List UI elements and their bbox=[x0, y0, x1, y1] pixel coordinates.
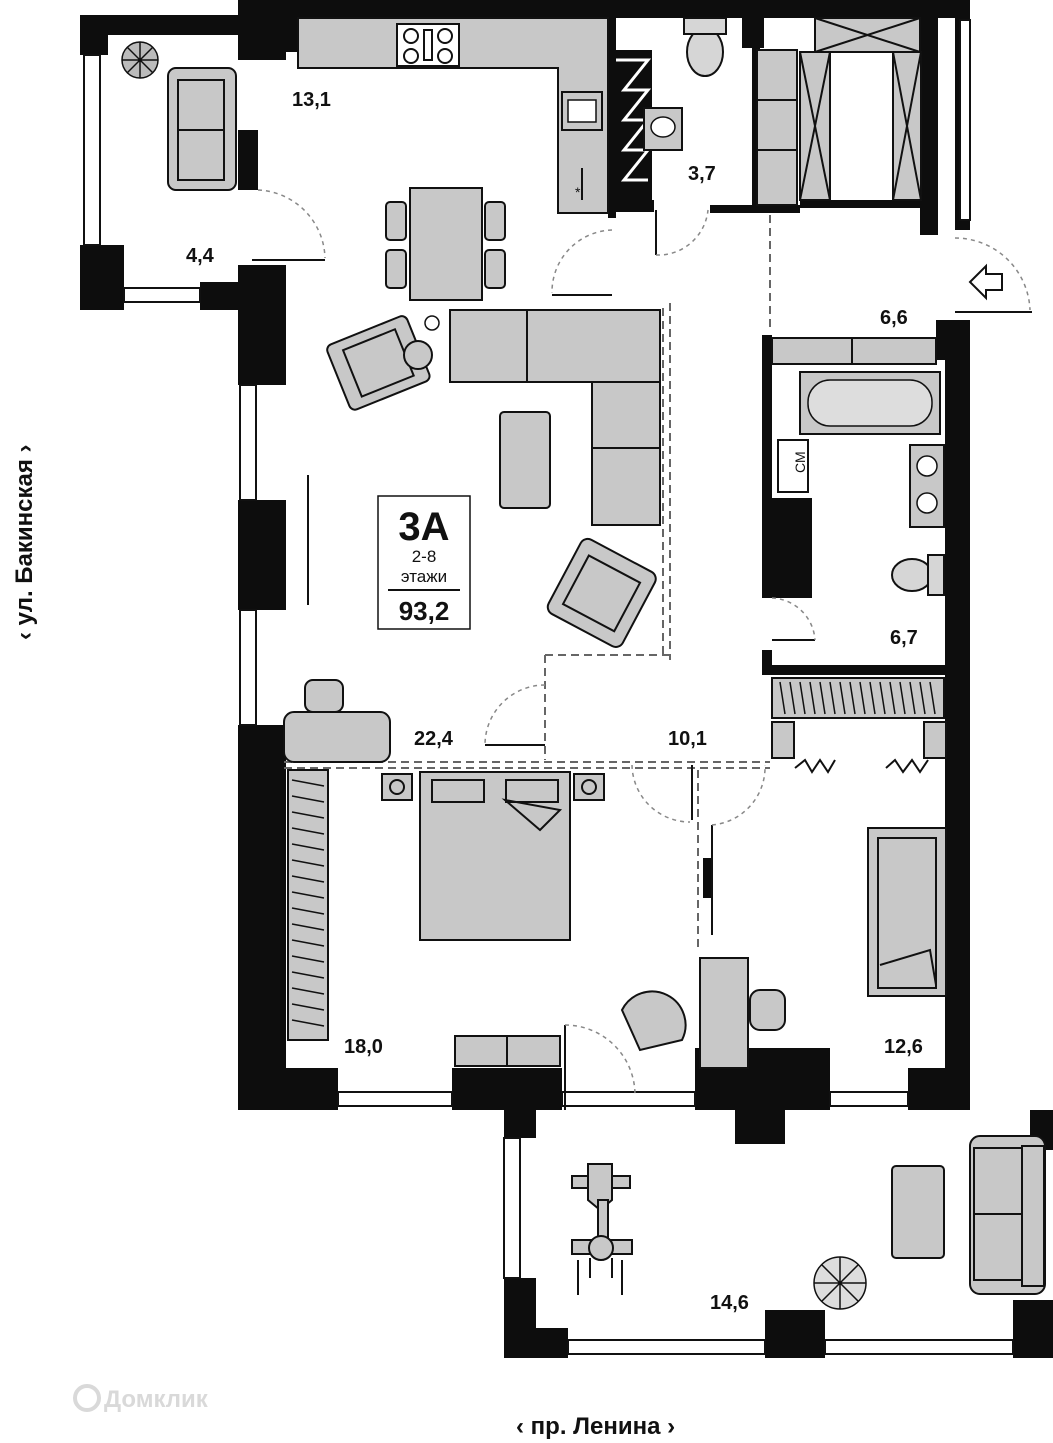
hall-wardrobes bbox=[756, 17, 922, 206]
balcony-left bbox=[121, 41, 237, 191]
bedroom bbox=[287, 769, 687, 1067]
bathroom-small-area: 3,7 bbox=[688, 163, 716, 185]
watermark: Домклик bbox=[73, 1384, 209, 1413]
washer-label: СМ bbox=[792, 451, 808, 473]
loggia bbox=[571, 1135, 1046, 1310]
area-labels: 13,1 4,4 3,7 6,6 6,7 22,4 10,1 18,0 12,6… bbox=[186, 89, 923, 1314]
apartment-badge: 3A 2-8 этажи 93,2 bbox=[377, 495, 471, 630]
watermark-text: Домклик bbox=[104, 1386, 209, 1413]
bedroom-area: 18,0 bbox=[344, 1036, 383, 1058]
svg-text:*: * bbox=[575, 184, 581, 200]
badge-floors: 2-8 bbox=[412, 547, 437, 566]
balcony-left-area: 4,4 bbox=[186, 245, 215, 267]
corridor-area: 10,1 bbox=[668, 728, 707, 750]
street-bottom: ‹ пр. Ленина › bbox=[516, 1413, 675, 1440]
windows bbox=[83, 19, 1014, 1355]
bathroom-large-area: 6,7 bbox=[890, 627, 918, 649]
street-bottom-label: ‹ пр. Ленина › bbox=[516, 1413, 675, 1440]
doors bbox=[252, 189, 1032, 1110]
hob-icon bbox=[396, 23, 460, 67]
badge-type: 3A bbox=[398, 505, 449, 549]
badge-floors-label: этажи bbox=[401, 567, 447, 586]
bathroom-small bbox=[643, 17, 727, 151]
living-room bbox=[283, 309, 661, 763]
study bbox=[699, 827, 947, 1069]
street-left: ‹ ул. Бакинская › bbox=[11, 444, 38, 640]
plant-icon-loggia bbox=[813, 1256, 867, 1310]
street-left-label: ‹ ул. Бакинская › bbox=[11, 444, 38, 640]
exercise-bike bbox=[571, 1163, 633, 1295]
kitchen-area: 13,1 bbox=[292, 89, 331, 111]
living-room-area: 22,4 bbox=[414, 728, 454, 750]
study-area: 12,6 bbox=[884, 1036, 923, 1058]
plant-icon bbox=[121, 41, 159, 79]
entrance-arrow-icon bbox=[968, 263, 1003, 301]
bathroom-large: СМ bbox=[771, 337, 947, 774]
kitchen: * bbox=[297, 17, 652, 301]
entrance-hall-area: 6,6 bbox=[880, 307, 908, 329]
loggia-area: 14,6 bbox=[710, 1292, 749, 1314]
badge-total-area: 93,2 bbox=[399, 596, 450, 626]
